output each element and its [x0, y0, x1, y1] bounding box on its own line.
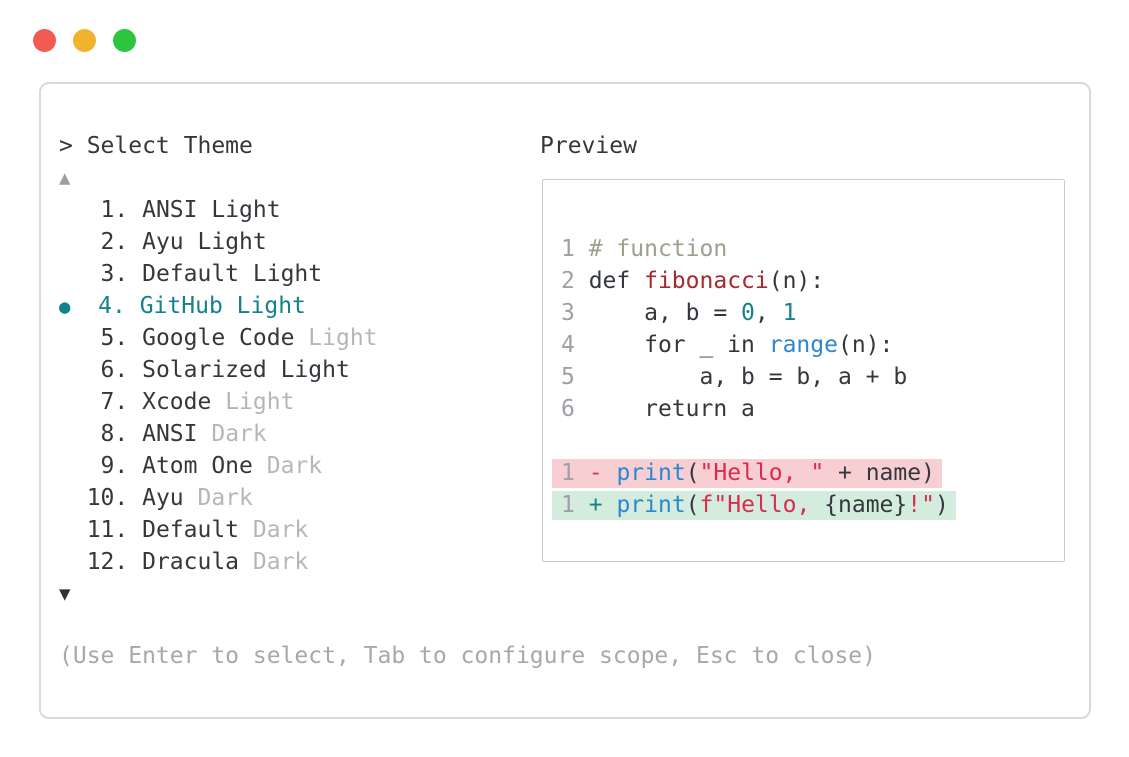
- theme-name: ANSI: [142, 197, 198, 223]
- theme-item-12[interactable]: 12. Dracula Dark: [59, 549, 309, 575]
- theme-variant: Light: [197, 229, 267, 255]
- theme-variant: Dark: [252, 549, 309, 575]
- theme-item-11[interactable]: 11. Default Dark: [59, 517, 309, 543]
- theme-item-1[interactable]: 1. ANSI Light: [59, 197, 281, 223]
- preview-title: Preview: [540, 133, 637, 159]
- code-line: 4 for _ in range(n):: [561, 332, 894, 358]
- theme-variant: Light: [252, 261, 323, 287]
- theme-item-9[interactable]: 9. Atom One Dark: [59, 453, 323, 479]
- code-line: 6 return a: [561, 396, 755, 422]
- code-line: [561, 425, 956, 457]
- theme-variant: Light: [236, 293, 306, 319]
- scroll-down-icon[interactable]: ▼: [59, 583, 71, 605]
- code-line: 1 # function: [561, 236, 728, 262]
- theme-item-10[interactable]: 10. Ayu Dark: [59, 485, 253, 511]
- close-button[interactable]: [33, 29, 56, 52]
- theme-name: Solarized: [142, 357, 267, 383]
- theme-name: Ayu: [142, 229, 184, 255]
- theme-item-8[interactable]: 8. ANSI Dark: [59, 421, 267, 447]
- theme-variant: Dark: [252, 517, 309, 543]
- theme-name: Google Code: [142, 325, 295, 351]
- theme-name: Xcode: [142, 389, 212, 415]
- theme-item-5[interactable]: 5. Google Code Light: [59, 325, 378, 351]
- diff-line-add: 1 + print(f"Hello, {name}!"): [552, 489, 956, 521]
- theme-name: Ayu: [142, 485, 184, 511]
- code-preview: 1 # function 2 def fibonacci(n): 3 a, b = …: [552, 233, 956, 521]
- code-line: 3 a, b = 0, 1: [561, 300, 797, 326]
- theme-variant: Dark: [197, 485, 253, 511]
- code-line: 5 a, b = b, a + b: [561, 364, 908, 390]
- diff-added-highlight: 1 + print(f"Hello, {name}!"): [552, 491, 956, 520]
- theme-item-3[interactable]: 3. Default Light: [59, 261, 323, 287]
- theme-item-6[interactable]: 6. Solarized Light: [59, 357, 350, 383]
- select-theme-prompt: > Select Theme: [59, 133, 253, 159]
- diff-line-del: 1 - print("Hello, " + name): [552, 457, 956, 489]
- minimize-button[interactable]: [73, 29, 96, 52]
- theme-name: Dracula: [142, 549, 240, 575]
- theme-variant: Dark: [266, 453, 323, 479]
- theme-selector-window: > Select Theme ▲ 1. ANSI Light 2. Ayu Li…: [39, 82, 1091, 719]
- diff-deleted-highlight: 1 - print("Hello, " + name): [552, 459, 942, 488]
- theme-variant: Dark: [211, 421, 267, 447]
- theme-name: Default: [142, 261, 240, 287]
- code-line: 2 def fibonacci(n):: [561, 268, 825, 294]
- theme-list: 1. ANSI Light 2. Ayu Light 3. Default Li…: [59, 194, 378, 578]
- theme-item-7[interactable]: 7. Xcode Light: [59, 389, 295, 415]
- maximize-button[interactable]: [113, 29, 136, 52]
- theme-name: Default: [142, 517, 240, 543]
- theme-variant: Light: [211, 197, 281, 223]
- theme-item-4[interactable]: ● 4. GitHub Light: [59, 293, 306, 319]
- theme-name: Atom One: [142, 453, 253, 479]
- window-controls: [33, 29, 136, 52]
- scroll-up-icon[interactable]: ▲: [59, 167, 71, 189]
- theme-item-2[interactable]: 2. Ayu Light: [59, 229, 267, 255]
- footer-hint: (Use Enter to select, Tab to configure s…: [59, 643, 876, 669]
- theme-name: ANSI: [142, 421, 198, 447]
- selected-bullet-icon: ●: [59, 296, 71, 318]
- theme-name: GitHub: [139, 293, 223, 319]
- theme-variant: Light: [308, 325, 378, 351]
- preview-pane: 1 # function 2 def fibonacci(n): 3 a, b = …: [542, 179, 1065, 562]
- theme-variant: Light: [225, 389, 295, 415]
- theme-variant: Light: [280, 357, 350, 383]
